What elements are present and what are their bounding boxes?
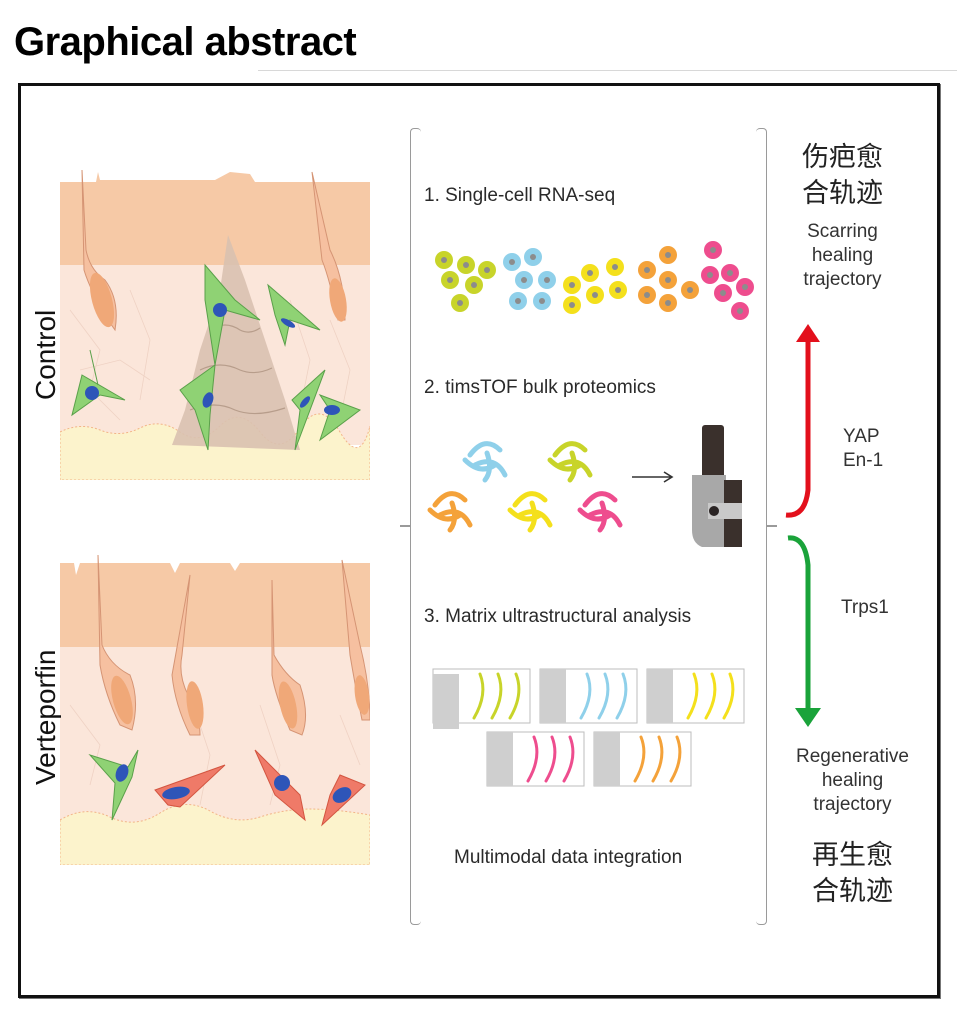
regenerative-en-line-2: healing: [821, 770, 884, 791]
gene-yap: YAP: [843, 426, 880, 447]
verteporfin-label: Verteporfin: [30, 649, 61, 785]
protein-tangles-icon: [425, 435, 655, 545]
regenerative-arrow-down-icon: [787, 535, 811, 710]
scarring-en-line-2: healing: [811, 245, 874, 266]
regenerative-trajectory-label: Regenerative healing trajectory: [780, 745, 925, 817]
page-title: Graphical abstract: [14, 20, 357, 64]
regenerative-genes: Trps1: [841, 596, 889, 620]
methods-bracket-left: [410, 128, 421, 925]
graphical-abstract-frame: [18, 83, 940, 998]
integration-label: Multimodal data integration: [454, 847, 683, 868]
step-1-label: 1. Single-cell RNA-seq: [424, 185, 616, 206]
scarring-genes: YAP En-1: [843, 425, 883, 473]
bracket-tick-left: [400, 525, 410, 527]
control-panel: [59, 169, 371, 481]
scarring-zh-line-1: 伤疤愈: [802, 142, 883, 173]
title-divider: [258, 70, 957, 71]
scarring-en-line-1: Scarring: [807, 221, 878, 242]
gene-en1: En-1: [843, 450, 884, 471]
regenerative-en-line-3: trajectory: [813, 794, 892, 815]
regenerative-en-line-1: Regenerative: [795, 746, 910, 767]
regenerative-zh-line-2: 合轨迹: [812, 876, 893, 907]
scarring-en-line-3: trajectory: [803, 269, 882, 290]
scarring-trajectory-label: Scarring healing trajectory: [780, 220, 905, 292]
verteporfin-skin-illustration: [59, 554, 371, 866]
scarring-trajectory-zh: 伤疤愈 合轨迹: [785, 140, 900, 212]
regenerative-trajectory-zh: 再生愈 合轨迹: [795, 838, 910, 910]
verteporfin-panel: [59, 554, 371, 866]
trajectory-arrows: [780, 320, 840, 730]
scarring-arrow-up-icon: [785, 340, 811, 518]
gene-trps1: Trps1: [841, 597, 889, 618]
cell-clusters-icon: [430, 235, 760, 320]
regenerative-zh-line-1: 再生愈: [812, 840, 893, 871]
methods-bracket-right: [756, 128, 767, 925]
control-label: Control: [30, 309, 61, 400]
mass-spectrometer-icon: [688, 425, 746, 550]
bracket-tick-right: [767, 525, 777, 527]
arrow-right-icon: [632, 470, 677, 484]
step-3-label: 3. Matrix ultrastructural analysis: [424, 606, 692, 627]
control-skin-illustration: [59, 169, 371, 481]
step-2-label: 2. timsTOF bulk proteomics: [424, 377, 656, 398]
fibril-panels-icon: [432, 668, 752, 798]
scarring-zh-line-2: 合轨迹: [802, 178, 883, 209]
